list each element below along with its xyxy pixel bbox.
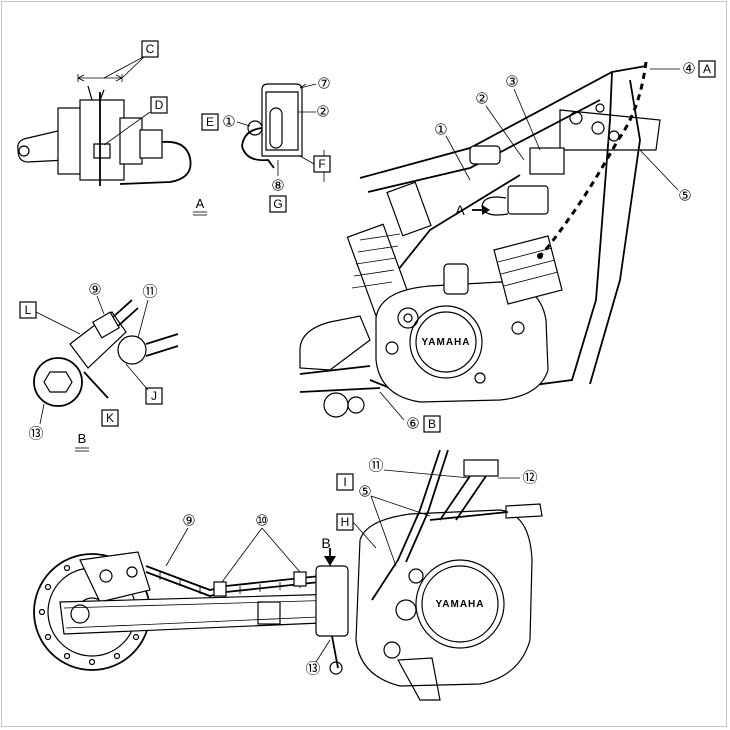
view-a-letter: A xyxy=(196,196,205,211)
callout-6-main-number: ⑥ xyxy=(406,416,419,433)
detail-harness-band xyxy=(241,83,325,182)
brand-yamaha-top: YAMAHA xyxy=(422,337,471,348)
letter-box-f: F xyxy=(313,155,331,173)
callout-13-detail-number: ⑬ xyxy=(28,426,43,443)
callout-2-detail: ② xyxy=(316,104,329,121)
main-frame-view: YAMAHA xyxy=(299,61,661,418)
lower-side-view: YAMAHA xyxy=(33,449,543,701)
callout-4-main: ④ A xyxy=(650,60,716,78)
callout-5-main-number: ⑤ xyxy=(678,188,691,205)
arrow-a-letter: A xyxy=(455,202,465,218)
letter-box-c: C xyxy=(141,40,159,58)
letter-k: K xyxy=(106,411,114,425)
callout-3-main-number: ③ xyxy=(505,74,518,91)
callout-13-detail: ⑬ xyxy=(28,403,45,443)
arrow-b-letter: B xyxy=(321,535,330,551)
view-b-label: B xyxy=(75,431,89,452)
callout-7-number: ⑦ xyxy=(317,76,330,93)
callout-4-main-number: ④ xyxy=(682,61,695,78)
callout-3-main: ③ xyxy=(505,74,541,151)
callout-6-main: ⑥ B xyxy=(379,391,441,433)
letter-c: C xyxy=(146,42,155,56)
callout-10-lower-number: ⑩ xyxy=(255,513,268,530)
letter-box-l: L xyxy=(19,301,81,335)
callout-11-detail: ⑪ xyxy=(137,284,158,339)
callout-5-lower-number: ⑤ xyxy=(358,484,371,501)
callout-11-lower-number: ⑪ xyxy=(368,458,383,475)
callout-2-detail-number: ② xyxy=(316,104,329,121)
callout-2-main: ② xyxy=(475,91,525,161)
callout-10-lower: ⑩ xyxy=(221,513,301,583)
callout-5-main: ⑤ xyxy=(639,149,692,205)
letter-g: G xyxy=(273,197,282,211)
detail-a-sensor xyxy=(17,55,192,186)
callout-1-main-number: ① xyxy=(434,122,447,139)
callout-1-detail-number: ① xyxy=(222,114,235,131)
callout-13-lower: ⑬ xyxy=(305,639,331,678)
detail-b-caliper-joint xyxy=(33,299,179,407)
callout-8-number: ⑧ xyxy=(271,178,284,195)
callout-9-lower: ⑨ xyxy=(165,513,196,567)
callout-12-lower-number: ⑫ xyxy=(522,470,537,487)
callout-8: ⑧ xyxy=(271,178,284,195)
letter-box-h: H xyxy=(336,513,377,549)
brand-yamaha-bottom: YAMAHA xyxy=(436,599,485,610)
letter-a-main: A xyxy=(703,62,711,76)
view-a-label: A xyxy=(193,196,207,216)
letter-h: H xyxy=(341,515,350,529)
callout-11-detail-number: ⑪ xyxy=(142,284,157,301)
letter-e: E xyxy=(206,115,214,129)
letter-box-e: E ① xyxy=(201,113,251,131)
callout-1-main: ① xyxy=(434,122,471,181)
letter-b-main: B xyxy=(428,417,436,431)
arrow-a-label: A xyxy=(455,202,465,218)
callout-5-lower: ⑤ xyxy=(358,484,431,567)
arrow-b-label: B xyxy=(321,535,330,551)
view-b-letter: B xyxy=(78,431,87,446)
callout-9-lower-number: ⑨ xyxy=(182,513,195,530)
letter-d: D xyxy=(155,98,164,112)
callout-12-lower: ⑫ xyxy=(498,470,538,487)
letter-l: L xyxy=(25,303,32,317)
callout-9-detail-number: ⑨ xyxy=(88,282,101,299)
letter-box-d: D xyxy=(150,96,168,114)
letter-box-j: J xyxy=(125,363,163,405)
letter-f: F xyxy=(318,157,325,171)
letter-box-k: K xyxy=(101,409,119,427)
callout-7: ⑦ xyxy=(299,76,331,93)
letter-i: I xyxy=(343,475,346,489)
callout-9-detail: ⑨ xyxy=(88,282,105,315)
callout-2-main-number: ② xyxy=(475,91,488,108)
callout-13-lower-number: ⑬ xyxy=(305,661,320,678)
letter-box-g: G xyxy=(269,195,287,213)
letter-j: J xyxy=(151,389,157,403)
callout-11-lower: ⑪ xyxy=(368,458,471,479)
letter-box-i: I xyxy=(336,473,354,491)
